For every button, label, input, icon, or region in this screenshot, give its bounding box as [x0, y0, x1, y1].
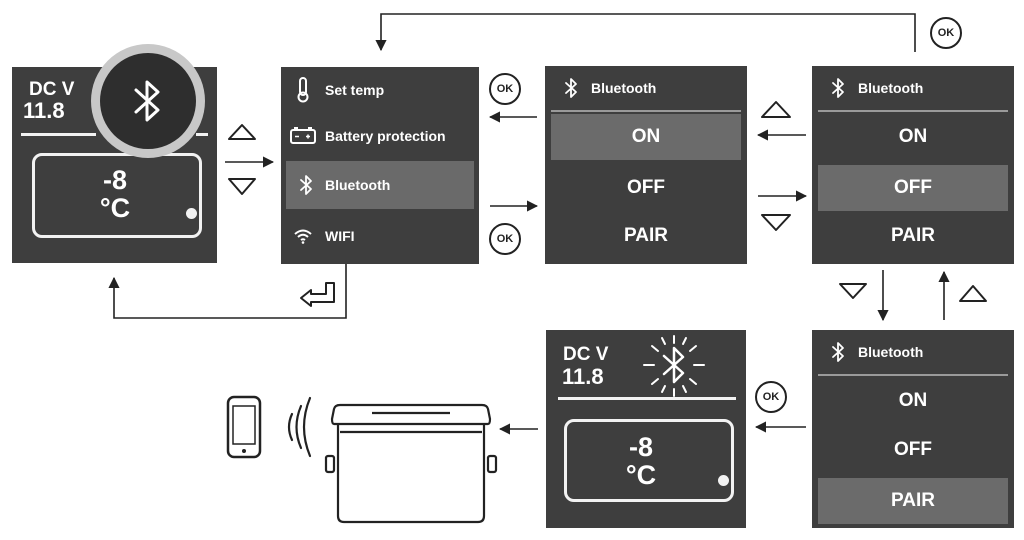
- bluetooth-icon: [832, 342, 844, 362]
- menu-item-set-temp[interactable]: Set temp: [281, 67, 479, 113]
- option-on[interactable]: ON: [551, 114, 741, 160]
- divider: [558, 397, 736, 400]
- temperature-frame: [564, 419, 734, 502]
- temperature-unit: °C: [99, 193, 131, 223]
- voltage-value: 11.8: [23, 98, 65, 123]
- dc-voltage-label: DC V: [563, 344, 609, 365]
- menu-item-label: Set temp: [325, 82, 385, 98]
- down-triangle-icon: [839, 283, 867, 299]
- cooler-box-icon: [324, 403, 498, 524]
- ok-button[interactable]: OK: [489, 73, 521, 105]
- bluetooth-screen-off-selected: Bluetooth ON OFF PAIR: [812, 66, 1014, 264]
- ok-button[interactable]: OK: [489, 223, 521, 255]
- down-triangle-icon: [761, 214, 791, 231]
- wireless-signal-icon: [287, 396, 312, 458]
- option-pair[interactable]: PAIR: [818, 478, 1008, 524]
- divider: [21, 133, 96, 136]
- menu-item-label: Bluetooth: [325, 177, 391, 193]
- up-triangle-icon: [761, 101, 791, 118]
- menu-item-wifi[interactable]: WIFI: [281, 213, 479, 259]
- temperature-display: -8 °C: [70, 166, 160, 222]
- bluetooth-flashing-icon: [643, 335, 705, 397]
- menu-item-label: Battery protection: [325, 128, 446, 144]
- option-pair[interactable]: PAIR: [624, 225, 668, 246]
- ok-button[interactable]: OK: [930, 17, 962, 49]
- ok-label: OK: [496, 83, 514, 95]
- bluetooth-title: Bluetooth: [591, 80, 657, 96]
- bluetooth-screen-on-selected: Bluetooth ON OFF PAIR: [545, 66, 747, 264]
- temperature-frame: [32, 153, 202, 238]
- up-triangle-icon: [228, 124, 256, 140]
- temperature-unit: °C: [625, 460, 657, 490]
- option-pair[interactable]: PAIR: [891, 225, 935, 246]
- menu-item-bluetooth[interactable]: Bluetooth: [286, 161, 474, 209]
- battery-icon: [290, 127, 316, 144]
- menu-item-battery-protection[interactable]: Battery protection: [281, 113, 479, 159]
- home-screen-pairing: DC V 11.8 -8 °C: [546, 330, 746, 528]
- divider: [196, 133, 208, 136]
- temperature-value: -8: [628, 432, 653, 462]
- bluetooth-title: Bluetooth: [858, 80, 924, 96]
- bluetooth-header: Bluetooth: [818, 330, 1008, 376]
- down-triangle-icon: [228, 178, 256, 195]
- ok-label: OK: [496, 233, 514, 245]
- option-off[interactable]: OFF: [894, 439, 932, 460]
- up-triangle-icon: [959, 285, 987, 302]
- bluetooth-title: Bluetooth: [858, 344, 924, 360]
- back-flow-line: [108, 264, 347, 319]
- dc-voltage-label: DC V: [29, 79, 75, 100]
- menu-screen: Set temp Battery protection Bluetooth: [281, 67, 479, 264]
- option-on[interactable]: ON: [898, 390, 928, 411]
- bluetooth-header: Bluetooth: [551, 66, 741, 112]
- ok-label: OK: [762, 391, 780, 403]
- option-on[interactable]: ON: [898, 126, 928, 147]
- smartphone-icon: [226, 395, 262, 459]
- bluetooth-icon: [299, 175, 312, 195]
- bluetooth-screen-pair-selected: Bluetooth ON OFF PAIR: [812, 330, 1014, 528]
- voltage-value: 11.8: [562, 364, 604, 389]
- option-off[interactable]: OFF: [818, 165, 1008, 211]
- bluetooth-badge: [91, 44, 205, 158]
- temperature-value: -8: [102, 165, 127, 195]
- ok-label: OK: [937, 27, 955, 39]
- bluetooth-icon: [832, 78, 844, 98]
- bluetooth-header: Bluetooth: [818, 66, 1008, 112]
- status-dot: [186, 208, 197, 219]
- return-flow-line: [375, 13, 916, 52]
- temperature-display: -8 °C: [596, 433, 686, 489]
- menu-item-label: WIFI: [325, 228, 355, 244]
- thermometer-icon: [297, 77, 309, 103]
- home-screen-bluetooth: DC V 11.8 -8 °C: [12, 44, 217, 263]
- bluetooth-icon: [565, 78, 577, 98]
- wifi-icon: [294, 229, 312, 244]
- bluetooth-icon: [134, 80, 160, 122]
- option-off[interactable]: OFF: [627, 177, 665, 198]
- status-dot: [718, 475, 729, 486]
- ok-button[interactable]: OK: [755, 381, 787, 413]
- return-key-icon: [300, 282, 335, 307]
